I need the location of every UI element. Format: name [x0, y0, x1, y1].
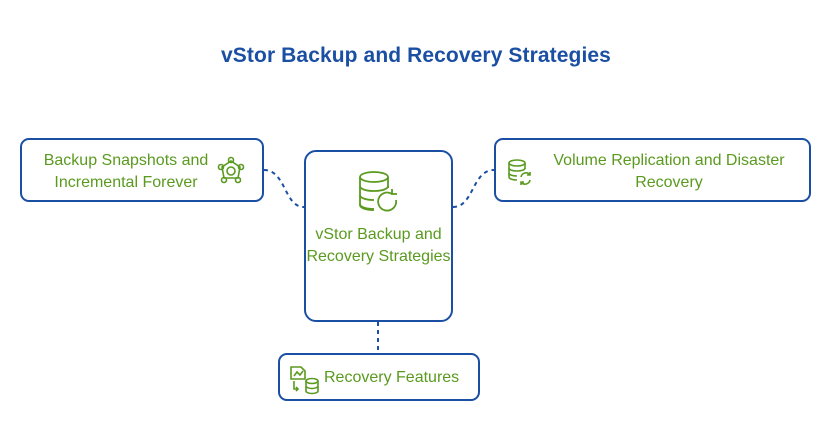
connector-right: [452, 169, 495, 208]
database-refresh-icon: [506, 158, 534, 191]
network-gear-icon: [216, 156, 246, 191]
node-volume-replication: Volume Replication and Disaster Recovery: [494, 138, 811, 202]
document-database-icon: [288, 365, 320, 400]
node-backup-snapshots-label: Backup Snapshots and Incremental Forever: [43, 152, 209, 191]
connector-left: [263, 169, 305, 208]
node-recovery-features: Recovery Features: [278, 353, 480, 401]
node-backup-snapshots: Backup Snapshots and Incremental Forever: [20, 138, 264, 202]
database-sync-icon: [356, 170, 400, 221]
node-central-topic: vStor Backup and Recovery Strategies: [304, 150, 453, 322]
diagram-title: vStor Backup and Recovery Strategies: [221, 44, 611, 67]
node-recovery-features-label: Recovery Features: [324, 369, 460, 386]
node-central-topic-label: vStor Backup and Recovery Strategies: [306, 226, 451, 265]
node-volume-replication-label: Volume Replication and Disaster Recovery: [553, 152, 785, 191]
